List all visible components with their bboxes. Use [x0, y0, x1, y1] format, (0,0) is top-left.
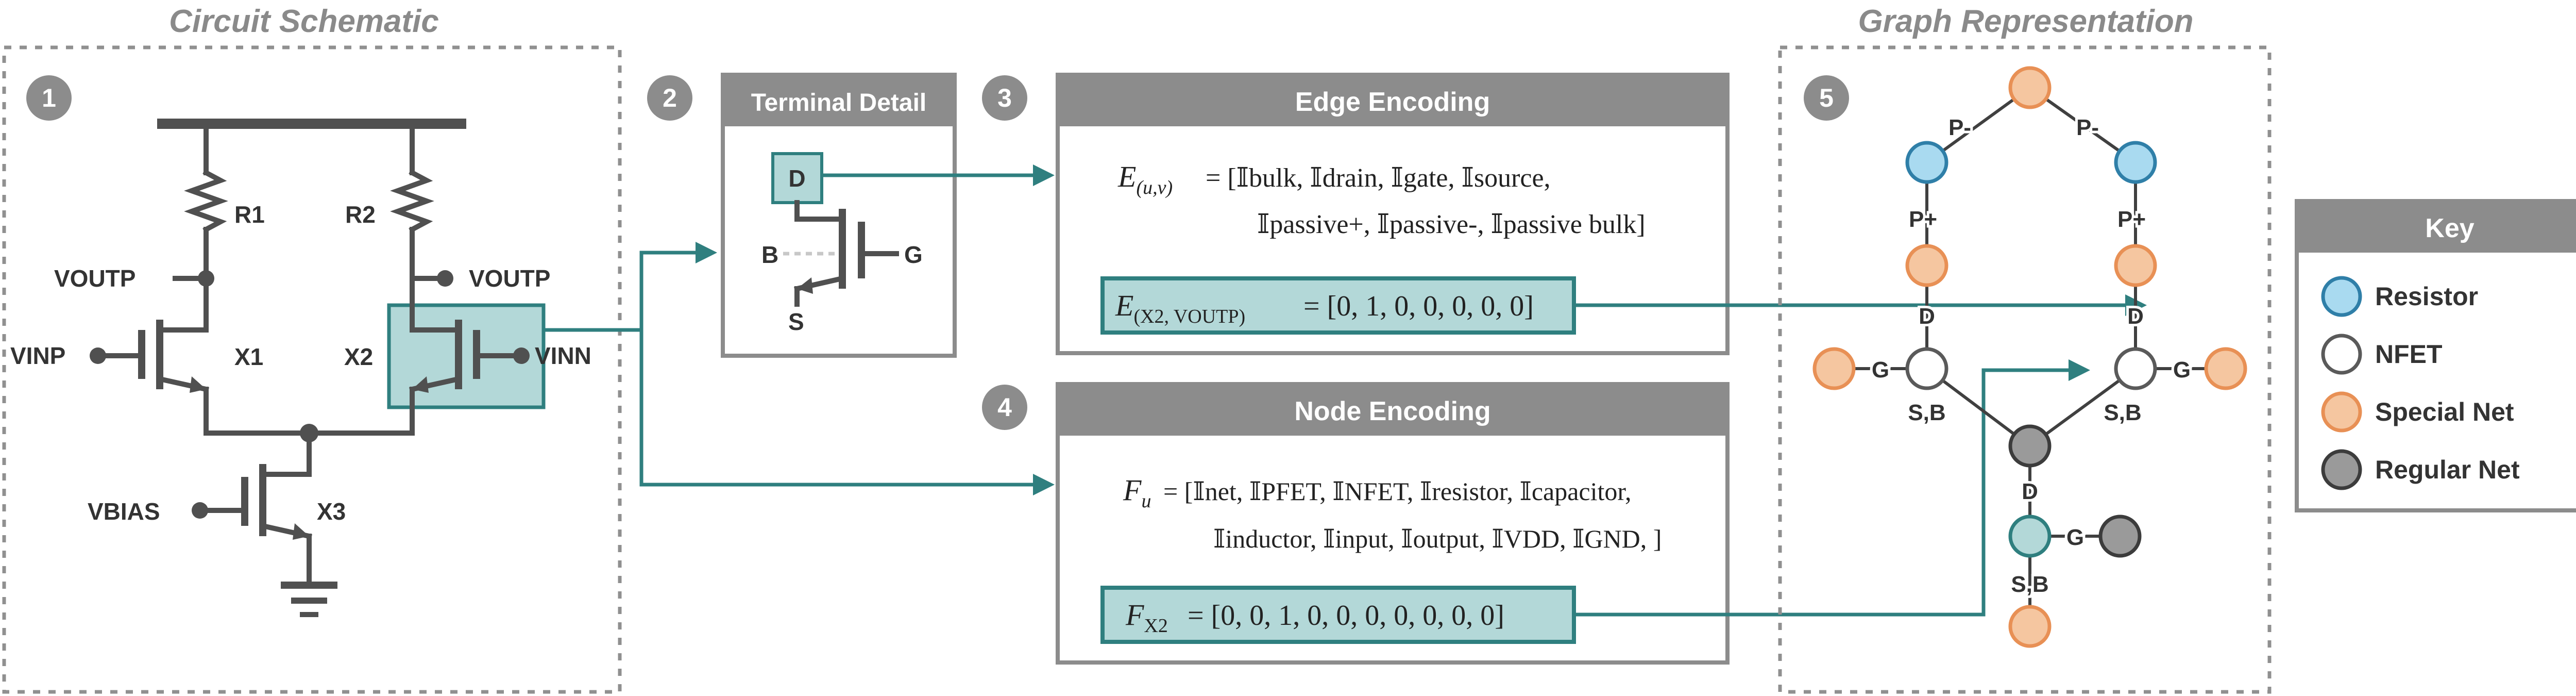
step-number: 5 [1819, 84, 1834, 112]
x2-to-terminal-arrow [544, 242, 717, 332]
circuit-schematic: R1 R2 VOUTP VOUTP VINP VINN X1 X2 X3 VBI… [10, 119, 591, 617]
node-formula-line1: = [𝕀net, 𝕀PFET, 𝕀NFET, 𝕀resistor, 𝕀capac… [1163, 477, 1632, 506]
special-net-node [2008, 605, 2052, 648]
key-swatch [2321, 334, 2362, 375]
key-item: Special Net [2321, 391, 2514, 433]
resistor-r2 [390, 169, 434, 233]
regular-net-node [2008, 424, 2052, 468]
nfet-node-x2 [2114, 347, 2157, 390]
nfet-node-x3 [2008, 515, 2052, 558]
transistor-x2 [409, 286, 530, 436]
edge-label-p-plus-right: P+ [2117, 207, 2146, 232]
x1-label: X1 [234, 343, 263, 370]
special-net-node [1812, 347, 1856, 390]
ground-symbol [281, 582, 337, 617]
transistor-x3 [192, 464, 312, 585]
edge-label-sb-right: S,B [2104, 400, 2141, 425]
vbias-label: VBIAS [88, 498, 160, 525]
regular-net-node [2098, 515, 2142, 558]
circuit-graph: P- P- P+ P+ D D G G S,B S,B D G S,B [1812, 66, 2247, 648]
edge-label-d-bottom: D [2022, 479, 2038, 504]
step-badge-2: 2 [647, 75, 692, 121]
vinp-label: VINP [10, 342, 65, 369]
drain-terminal-box [771, 152, 823, 204]
key-label: Regular Net [2375, 455, 2520, 484]
edge-label-p-plus-left: P+ [1909, 207, 1937, 232]
resistor-r1 [184, 169, 228, 233]
terminal-s-label: S [788, 308, 804, 335]
node-encoding-panel: Node Encoding Fu = [𝕀net, 𝕀PFET, 𝕀NFET, … [1056, 382, 1730, 665]
key-swatch [2321, 276, 2362, 317]
terminal-b-label: B [761, 241, 778, 268]
edge-label-g-bottom: G [2066, 525, 2084, 550]
terminal-d-label: D [788, 165, 805, 192]
key-swatch [2321, 391, 2362, 433]
edge-example-lhs: E(X2, VOUTP) [1115, 289, 1245, 327]
node-formula-lhs: Fu [1123, 473, 1151, 512]
graph-section-frame [1778, 45, 2272, 694]
nfet-node [1905, 347, 1948, 390]
transistor-x1 [90, 286, 209, 436]
key-label: Special Net [2375, 397, 2514, 426]
step-badge-1: 1 [26, 75, 72, 121]
resistor-node [1905, 141, 1948, 184]
edge-formula-line1: = [𝕀bulk, 𝕀drain, 𝕀gate, 𝕀source, [1206, 163, 1551, 193]
edge-encoding-panel: Edge Encoding E(u,v) = [𝕀bulk, 𝕀drain, 𝕀… [1056, 73, 1730, 355]
special-net-node [2204, 347, 2247, 390]
r1-label: R1 [234, 201, 265, 228]
special-net-node [2008, 66, 2052, 109]
vinn-label: VINN [535, 342, 591, 369]
step-badge-4: 4 [982, 385, 1027, 430]
edge-example-rhs: = [0, 1, 0, 0, 0, 0, 0] [1303, 290, 1534, 322]
edge-formula-lhs: E(u,v) [1117, 160, 1173, 198]
key-label: NFET [2375, 340, 2443, 369]
x2-to-node-encoding-arrow [639, 330, 1055, 495]
x2-label: X2 [344, 343, 373, 370]
key-item: Resistor [2321, 276, 2478, 317]
node-formula-line2: 𝕀inductor, 𝕀input, 𝕀output, 𝕀VDD, 𝕀GND, … [1213, 524, 1662, 553]
node-encoding-title: Node Encoding [1294, 396, 1490, 426]
step-badge-3: 3 [982, 75, 1027, 121]
circuit-section-title: Circuit Schematic [169, 4, 439, 39]
edge-label-sb-bottom: S,B [2011, 572, 2048, 597]
voutp-right-label: VOUTP [469, 265, 550, 292]
step-number: 3 [997, 84, 1012, 112]
special-net-node [1905, 244, 1948, 287]
node-example-box [1100, 586, 1576, 644]
step-number: 2 [663, 84, 677, 112]
key-title: Key [2425, 213, 2474, 243]
special-net-node [2114, 244, 2157, 287]
key-label: Resistor [2375, 282, 2478, 311]
r2-label: R2 [345, 201, 376, 228]
key-swatch [2321, 449, 2362, 490]
x3-label: X3 [317, 498, 346, 525]
terminal-detail-panel: Terminal Detail D G B S [721, 73, 957, 358]
step-badge-5: 5 [1804, 75, 1849, 121]
circuit-section-frame [2, 45, 622, 694]
edge-label-g-left: G [1872, 357, 1889, 383]
node-example-lhs: FX2 [1125, 598, 1168, 637]
edge-label-d-left: D [1919, 304, 1935, 329]
step-number: 4 [997, 393, 1012, 422]
terminal-g-label: G [904, 241, 923, 268]
voutp-left-label: VOUTP [54, 265, 135, 292]
key-item: NFET [2321, 334, 2443, 375]
edge-label-d-right: D [2127, 304, 2144, 329]
edge-formula-line2: 𝕀passive+, 𝕀passive-, 𝕀passive bulk] [1257, 210, 1646, 239]
node-example-rhs: = [0, 0, 1, 0, 0, 0, 0, 0, 0, 0] [1188, 600, 1504, 632]
edge-label-p-minus-left: P- [1948, 115, 1971, 140]
resistor-node [2114, 141, 2157, 184]
terminal-detail-title: Terminal Detail [751, 89, 927, 117]
graph-section-title: Graph Representation [1858, 4, 2193, 39]
step-number: 1 [42, 84, 56, 112]
edge-label-sb-left: S,B [1908, 400, 1945, 425]
edge-label-p-minus-right: P- [2076, 115, 2099, 140]
edge-label-g-right: G [2173, 357, 2191, 383]
key-item: Regular Net [2321, 449, 2520, 490]
edge-example-box [1100, 276, 1576, 335]
edge-encoding-title: Edge Encoding [1295, 87, 1490, 117]
